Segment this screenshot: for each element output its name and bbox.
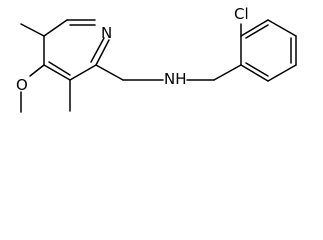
bond (245, 24, 269, 39)
bond (267, 19, 297, 37)
bond (240, 19, 269, 37)
bond (43, 64, 71, 81)
benzene-ring (240, 19, 297, 82)
methoxy-oxygen-label: O (16, 76, 28, 94)
pyridine-nitrogen-label: N (101, 24, 112, 42)
chlorine-label: Cl (234, 5, 249, 23)
chemical-structure-diagram: N NH Cl O (16, 5, 297, 113)
ring-substituents (20, 23, 71, 113)
bond (48, 61, 71, 76)
methyl-bond-top (20, 23, 45, 37)
bond (43, 19, 68, 37)
bond (95, 39, 110, 66)
bond (240, 64, 269, 82)
bond (213, 64, 242, 81)
bond (69, 64, 97, 81)
bond (267, 64, 297, 82)
methoxy-bond-ring (29, 64, 45, 77)
linker (122, 64, 242, 81)
amine-label: NH (164, 70, 187, 88)
bond (95, 64, 124, 81)
pyridine-ring (43, 19, 124, 81)
bond (245, 62, 269, 77)
bond (90, 37, 105, 63)
